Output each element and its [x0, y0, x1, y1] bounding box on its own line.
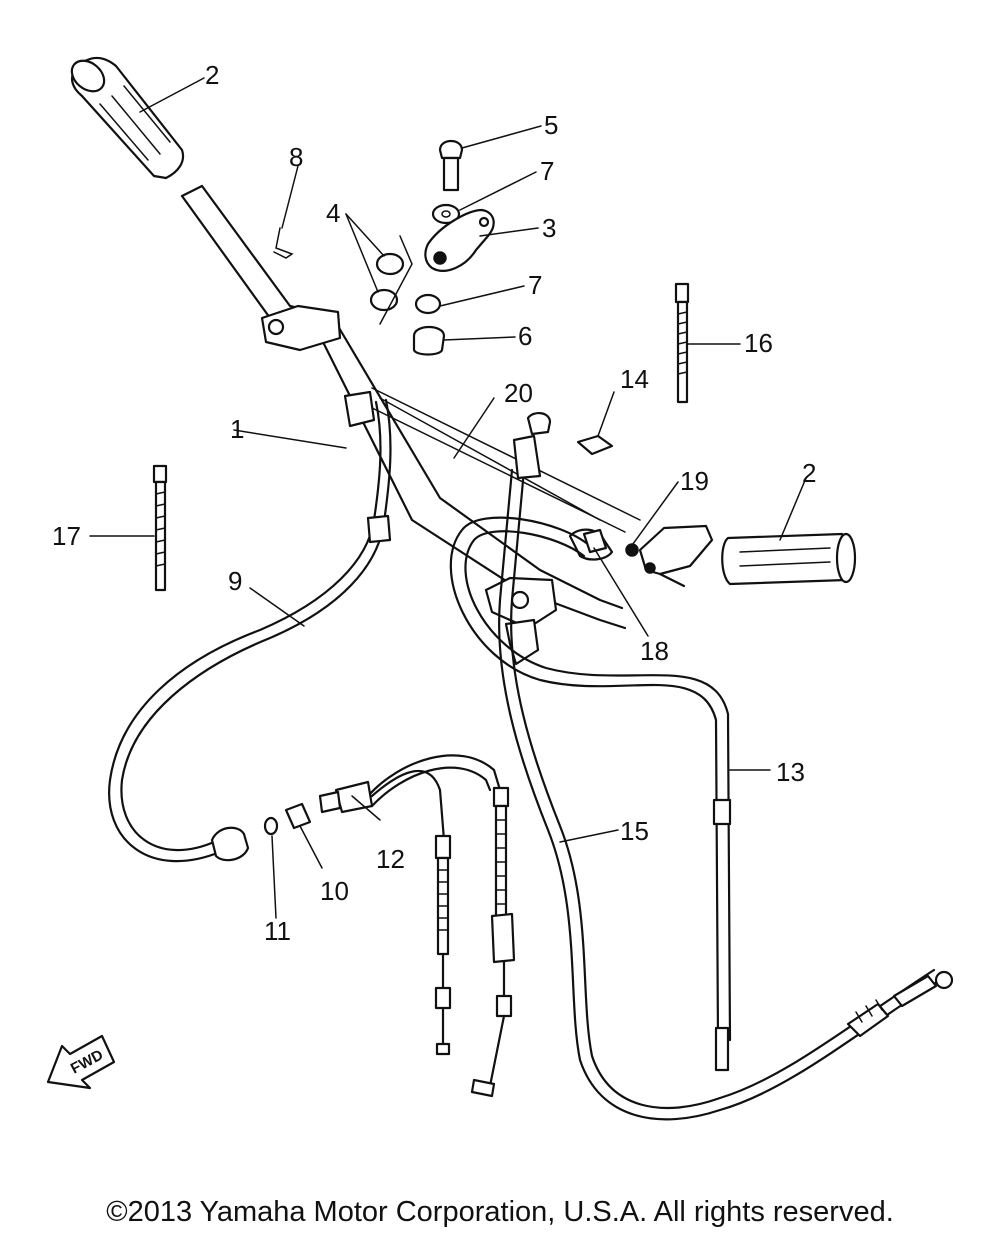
callout-17: 17	[52, 521, 81, 551]
cable-part-12	[318, 754, 516, 1098]
callout-2-left: 2	[205, 60, 219, 90]
throttle-housing	[484, 576, 558, 666]
callout-6: 6	[518, 321, 532, 351]
callout-19: 19	[680, 466, 709, 496]
nut-part-6	[412, 325, 446, 356]
cable-part-13	[449, 516, 732, 1072]
grip-left	[70, 56, 185, 180]
handlebar-part-1	[180, 184, 641, 630]
bracket-part-8	[273, 227, 294, 259]
callout-labels: 2 5 8 7 4 3 7 6 16 14 20 1 2 19 17 9 18 …	[52, 60, 816, 946]
callout-11: 11	[264, 916, 291, 946]
callout-13: 13	[776, 757, 805, 787]
cable-part-15	[498, 412, 954, 1121]
callout-15: 15	[620, 816, 649, 846]
adjuster-part-16	[674, 282, 690, 404]
callout-9: 9	[228, 566, 242, 596]
adjuster-part-10	[284, 802, 312, 830]
callout-10: 10	[320, 876, 349, 906]
grip-right	[721, 532, 857, 586]
leader-line-part-20	[379, 397, 601, 521]
clamp-part-3	[424, 208, 495, 272]
callout-5: 5	[544, 110, 558, 140]
nut-part-11	[263, 816, 279, 836]
callout-8: 8	[289, 142, 303, 172]
bolt-part-5	[438, 139, 464, 192]
plate-part-14	[576, 434, 614, 456]
callout-14: 14	[620, 364, 649, 394]
callout-2-right: 2	[802, 458, 816, 488]
callout-12: 12	[376, 844, 405, 874]
callout-16: 16	[744, 328, 773, 358]
handlebar-clamp	[260, 304, 376, 428]
copyright-notice: ©2013 Yamaha Motor Corporation, U.S.A. A…	[106, 1196, 894, 1228]
handlebar-exploded-diagram: FWD 2 5 8 7 4 3 7 6 16 14 20 1 2 19 17 9…	[46, 56, 954, 1121]
callout-4: 4	[326, 198, 340, 228]
callout-1: 1	[230, 414, 244, 444]
callout-18: 18	[640, 636, 669, 666]
callout-7-lower: 7	[528, 270, 542, 300]
washer-part-7-upper	[431, 203, 461, 225]
leader-lines	[89, 77, 807, 919]
callout-20: 20	[504, 378, 533, 408]
connector-part-18	[582, 528, 608, 554]
washer-part-7-lower	[414, 293, 442, 315]
cable-part-9	[108, 398, 392, 863]
fwd-arrow-icon: FWD	[46, 1034, 116, 1090]
adjuster-part-17	[152, 464, 168, 592]
nut-part-4	[369, 235, 413, 325]
callout-7-upper: 7	[540, 156, 554, 186]
callout-3: 3	[542, 213, 556, 243]
